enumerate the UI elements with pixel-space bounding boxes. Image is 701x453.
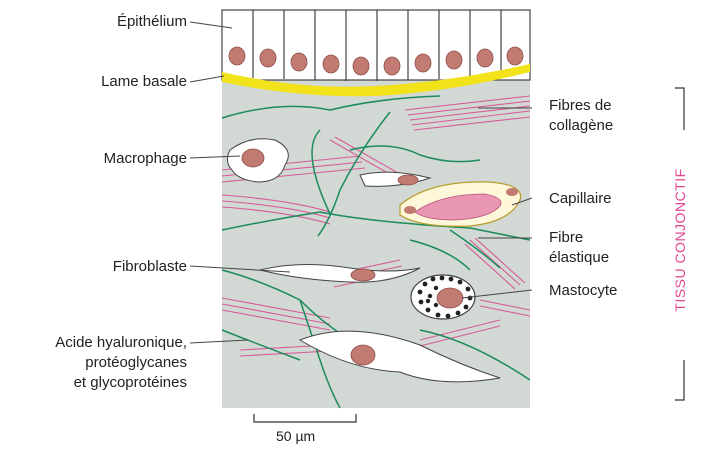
side-title-text: TISSU CONJONCTIF	[672, 168, 688, 311]
label-macrophage: Macrophage	[104, 149, 187, 168]
scale-bar	[254, 414, 356, 422]
macrophage-cell	[227, 139, 288, 182]
label-ground-substance-3: et glycoprotéines	[74, 373, 187, 392]
mast-cell	[411, 275, 475, 319]
label-ground-substance-1: Acide hyaluronique,	[55, 333, 187, 352]
label-ground-substance-2: protéoglycanes	[85, 353, 187, 372]
label-collagen-2: collagène	[549, 116, 613, 135]
label-capillary: Capillaire	[549, 189, 612, 208]
label-mast-cell: Mastocyte	[549, 281, 617, 300]
side-title: TISSU CONJONCTIF	[665, 140, 695, 340]
label-elastic-2: élastique	[549, 248, 609, 267]
scale-bar-label: 50 µm	[276, 428, 315, 444]
epithelium-layer	[222, 10, 530, 81]
label-epithelium: Épithélium	[117, 12, 187, 31]
label-collagen-1: Fibres de	[549, 96, 612, 115]
label-basal-lamina: Lame basale	[101, 72, 187, 91]
label-fibroblast: Fibroblaste	[113, 257, 187, 276]
label-elastic-1: Fibre	[549, 228, 583, 247]
